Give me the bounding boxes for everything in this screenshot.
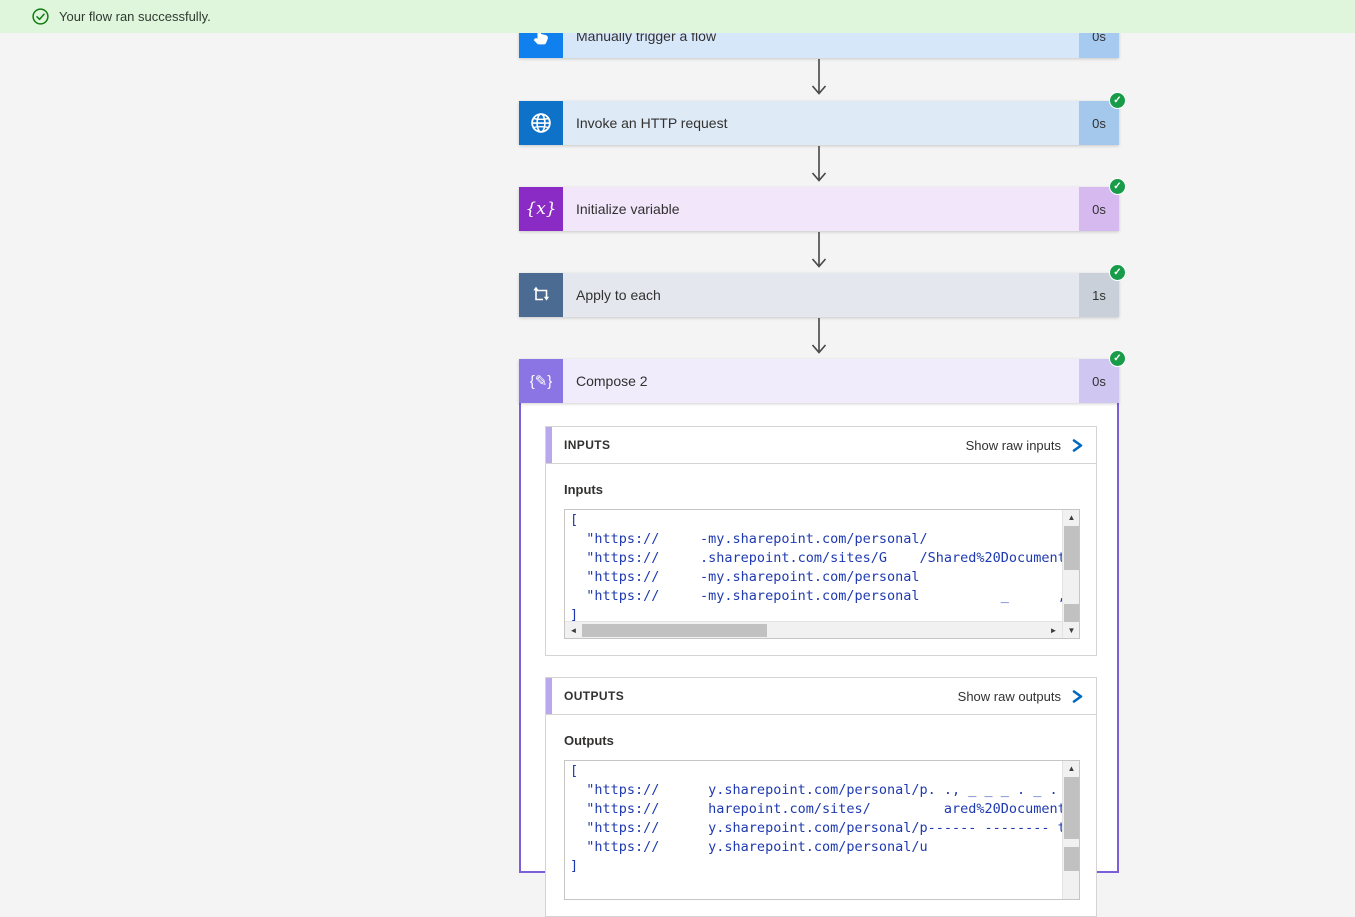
- code-line: "https:// y.sharepoint.com/personal/p. .…: [586, 782, 1058, 798]
- arrow-down-icon: [811, 318, 827, 354]
- duration-badge: 0s: [1079, 187, 1119, 231]
- code-line: ]: [570, 607, 579, 621]
- scroll-up-icon[interactable]: ▲: [1067, 764, 1076, 773]
- action-card-apply-to-each[interactable]: Apply to each 1s ✓: [519, 264, 1126, 317]
- scrollbar-thumb[interactable]: [1064, 777, 1079, 839]
- card-title: Compose 2: [576, 373, 648, 389]
- compose-details-panel: INPUTS Show raw inputs Inputs [ "https:/…: [519, 403, 1119, 917]
- banner-message: Your flow ran successfully.: [59, 9, 211, 24]
- vertical-scrollbar[interactable]: ▲ ▼: [1062, 510, 1079, 638]
- duration-badge: 0s: [1079, 359, 1119, 403]
- vertical-scrollbar[interactable]: ▲: [1062, 761, 1079, 899]
- inputs-code: [ "https:// -my.sharepoint.com/personal/…: [565, 511, 1062, 621]
- compose-icon: {✎}: [519, 359, 563, 403]
- action-card-compose-2[interactable]: {✎} Compose 2 0s ✓: [519, 350, 1126, 403]
- status-check-icon: ✓: [1109, 178, 1126, 195]
- arrow-down-icon: [811, 146, 827, 182]
- inputs-accent-stripe: [546, 427, 552, 463]
- duration-badge: 1s: [1079, 273, 1119, 317]
- scrollbar-thumb[interactable]: [1064, 526, 1079, 570]
- code-line: "https:// y.sharepoint.com/personal/p---…: [570, 820, 1062, 836]
- code-line: ]: [570, 858, 579, 874]
- variable-icon: {x}: [519, 187, 563, 231]
- inputs-section-title: INPUTS: [564, 438, 611, 452]
- arrow-down-icon: [811, 59, 827, 95]
- card-title: Invoke an HTTP request: [576, 115, 728, 131]
- code-line: "https:// harepoint.com/sites/ ared%20Do…: [570, 801, 1062, 817]
- outputs-accent-stripe: [546, 678, 552, 714]
- scroll-left-icon[interactable]: ◄: [569, 626, 578, 635]
- check-circle-icon: [32, 8, 49, 25]
- outputs-value-box[interactable]: [ "https:// y.sharepoint.com/personal/p.…: [564, 760, 1080, 900]
- scrollbar-thumb[interactable]: [1064, 604, 1079, 622]
- success-banner: Your flow ran successfully.: [0, 0, 1355, 33]
- scroll-right-icon[interactable]: ►: [1049, 626, 1058, 635]
- inputs-field-label: Inputs: [564, 482, 603, 497]
- chevron-right-icon: [1072, 438, 1083, 452]
- outputs-panel-header: OUTPUTS Show raw outputs: [546, 678, 1096, 715]
- arrow-down-icon: [811, 232, 827, 268]
- card-title: Initialize variable: [576, 201, 680, 217]
- outputs-code: [ "https:// y.sharepoint.com/personal/p.…: [565, 762, 1062, 882]
- horizontal-scrollbar[interactable]: ◄ ►: [565, 621, 1062, 638]
- status-check-icon: ✓: [1109, 264, 1126, 281]
- code-line: "https:// .sharepoint.com/sites/G /Share…: [570, 550, 1062, 566]
- code-line: "https:// -my.sharepoint.com/personal: [570, 569, 920, 585]
- scroll-up-icon[interactable]: ▲: [1067, 513, 1076, 522]
- action-card-initialize-variable[interactable]: {x} Initialize variable 0s ✓: [519, 178, 1126, 231]
- scrollbar-thumb[interactable]: [1064, 847, 1079, 871]
- duration-badge: 0s: [1079, 101, 1119, 145]
- outputs-field-label: Outputs: [564, 733, 614, 748]
- code-line: "https:// y.sharepoint.com/personal/u: [570, 839, 928, 855]
- status-check-icon: ✓: [1109, 92, 1126, 109]
- outputs-section-title: OUTPUTS: [564, 689, 625, 703]
- inputs-value-box[interactable]: [ "https:// -my.sharepoint.com/personal/…: [564, 509, 1080, 639]
- inputs-panel: INPUTS Show raw inputs Inputs [ "https:/…: [545, 426, 1097, 656]
- code-line: "https:// -my.sharepoint.com/personal _ …: [570, 588, 1062, 604]
- status-check-icon: ✓: [1109, 350, 1126, 367]
- outputs-panel: OUTPUTS Show raw outputs Outputs [ "http…: [545, 677, 1097, 917]
- show-raw-inputs-link[interactable]: Show raw inputs: [966, 438, 1084, 453]
- scrollbar-thumb[interactable]: [582, 624, 767, 637]
- scroll-down-icon[interactable]: ▼: [1067, 626, 1076, 635]
- loop-icon: [519, 273, 563, 317]
- chevron-right-icon: [1072, 689, 1083, 703]
- inputs-panel-header: INPUTS Show raw inputs: [546, 427, 1096, 464]
- show-raw-outputs-link[interactable]: Show raw outputs: [958, 689, 1084, 704]
- action-card-invoke-http-request[interactable]: Invoke an HTTP request 0s ✓: [519, 92, 1126, 145]
- card-title: Apply to each: [576, 287, 661, 303]
- globe-icon: [519, 101, 563, 145]
- code-line: [: [570, 512, 579, 528]
- code-line: "https:// -my.sharepoint.com/personal/: [570, 531, 928, 547]
- code-line: [: [570, 763, 579, 779]
